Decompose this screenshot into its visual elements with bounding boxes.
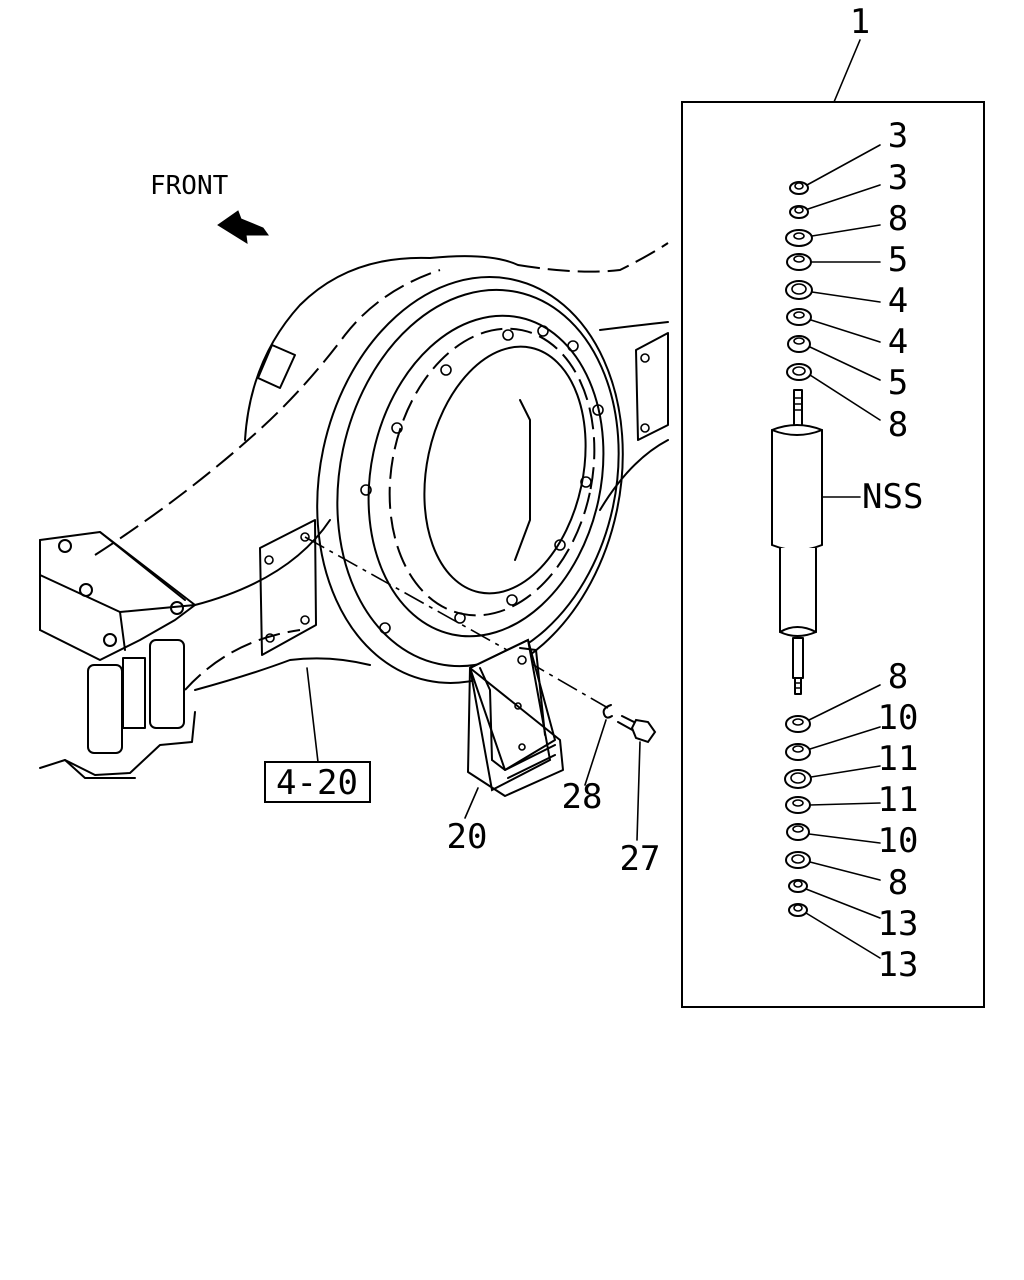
bolt bbox=[617, 715, 657, 744]
upper-stack-leaders bbox=[806, 144, 881, 421]
front-arrow-icon bbox=[217, 210, 269, 244]
upper-stack-label: 3 bbox=[888, 158, 908, 198]
ref-box-label: 4-20 bbox=[276, 763, 358, 803]
upper-stack-parts bbox=[785, 181, 813, 381]
lower-stack-label: 11 bbox=[878, 780, 919, 820]
washer bbox=[602, 704, 613, 719]
bracket-callout: 20 bbox=[447, 817, 488, 857]
lower-stack-label: 13 bbox=[878, 904, 919, 944]
upper-stack-label: 4 bbox=[888, 322, 908, 362]
leader-assembly bbox=[833, 39, 861, 103]
upper-stack-label: 8 bbox=[888, 199, 908, 239]
lower-stack-label: 8 bbox=[888, 863, 908, 903]
assembly-box bbox=[681, 101, 985, 1008]
bolt-callout: 27 bbox=[620, 839, 661, 879]
lower-stack-label: 13 bbox=[878, 945, 919, 985]
axle-housing bbox=[39, 242, 669, 779]
leader-washer bbox=[584, 719, 607, 786]
upper-stack-label: 8 bbox=[888, 405, 908, 445]
front-label: FRONT bbox=[150, 171, 229, 201]
upper-stack-label: 5 bbox=[888, 363, 908, 403]
shock-absorber bbox=[771, 389, 823, 695]
lower-stack-label: 10 bbox=[878, 821, 919, 861]
lower-stack-leaders bbox=[805, 684, 881, 959]
lower-stack-label: 8 bbox=[888, 657, 908, 697]
upper-stack-label: 5 bbox=[888, 240, 908, 280]
leader-bracket bbox=[464, 787, 479, 819]
upper-stack-label: 4 bbox=[888, 281, 908, 321]
ref-box bbox=[264, 761, 371, 803]
lower-stack-parts bbox=[784, 715, 812, 917]
upper-stack-label: 3 bbox=[888, 116, 908, 156]
lower-stack-label: 11 bbox=[878, 739, 919, 779]
shock-bracket bbox=[467, 638, 564, 797]
washer-callout: 28 bbox=[562, 777, 603, 817]
shock-callout: NSS bbox=[862, 477, 923, 517]
leader-bolt bbox=[636, 741, 641, 841]
leader-ref bbox=[306, 667, 319, 763]
lower-stack-label: 10 bbox=[878, 698, 919, 738]
mount-centerline-1 bbox=[304, 536, 526, 661]
assembly-callout: 1 bbox=[850, 2, 870, 42]
